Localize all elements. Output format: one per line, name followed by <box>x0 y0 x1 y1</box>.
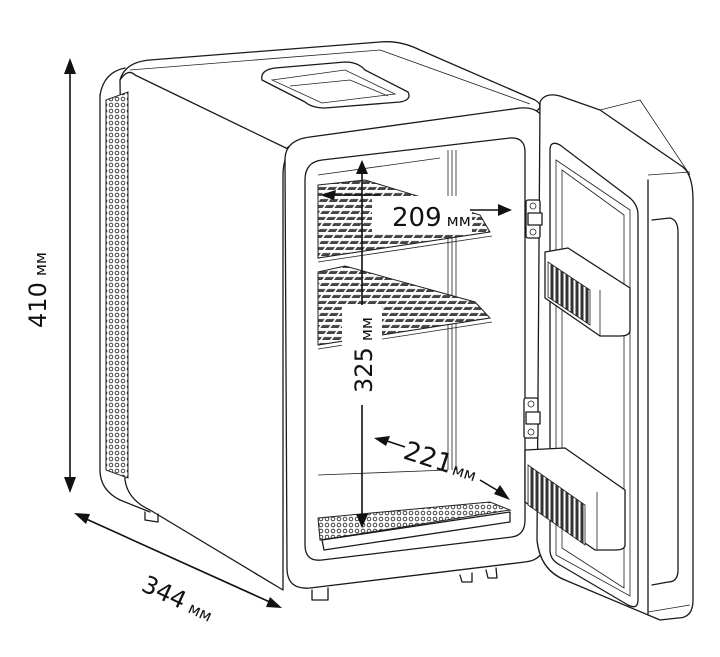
interior-height-label: 325мм <box>350 317 378 393</box>
depth-label: 344мм <box>137 570 218 627</box>
left-side-panel <box>119 71 291 591</box>
bottom-tray <box>317 501 512 541</box>
interior-height-dimension: 325мм <box>342 160 382 528</box>
door-handle-recess <box>651 217 679 586</box>
height-label: 410мм <box>24 252 52 328</box>
lower-hinge <box>523 397 541 439</box>
upper-hinge <box>525 199 543 239</box>
open-door <box>523 94 694 621</box>
side-vent-grille <box>105 91 129 479</box>
height-dimension: 410мм <box>24 58 76 493</box>
